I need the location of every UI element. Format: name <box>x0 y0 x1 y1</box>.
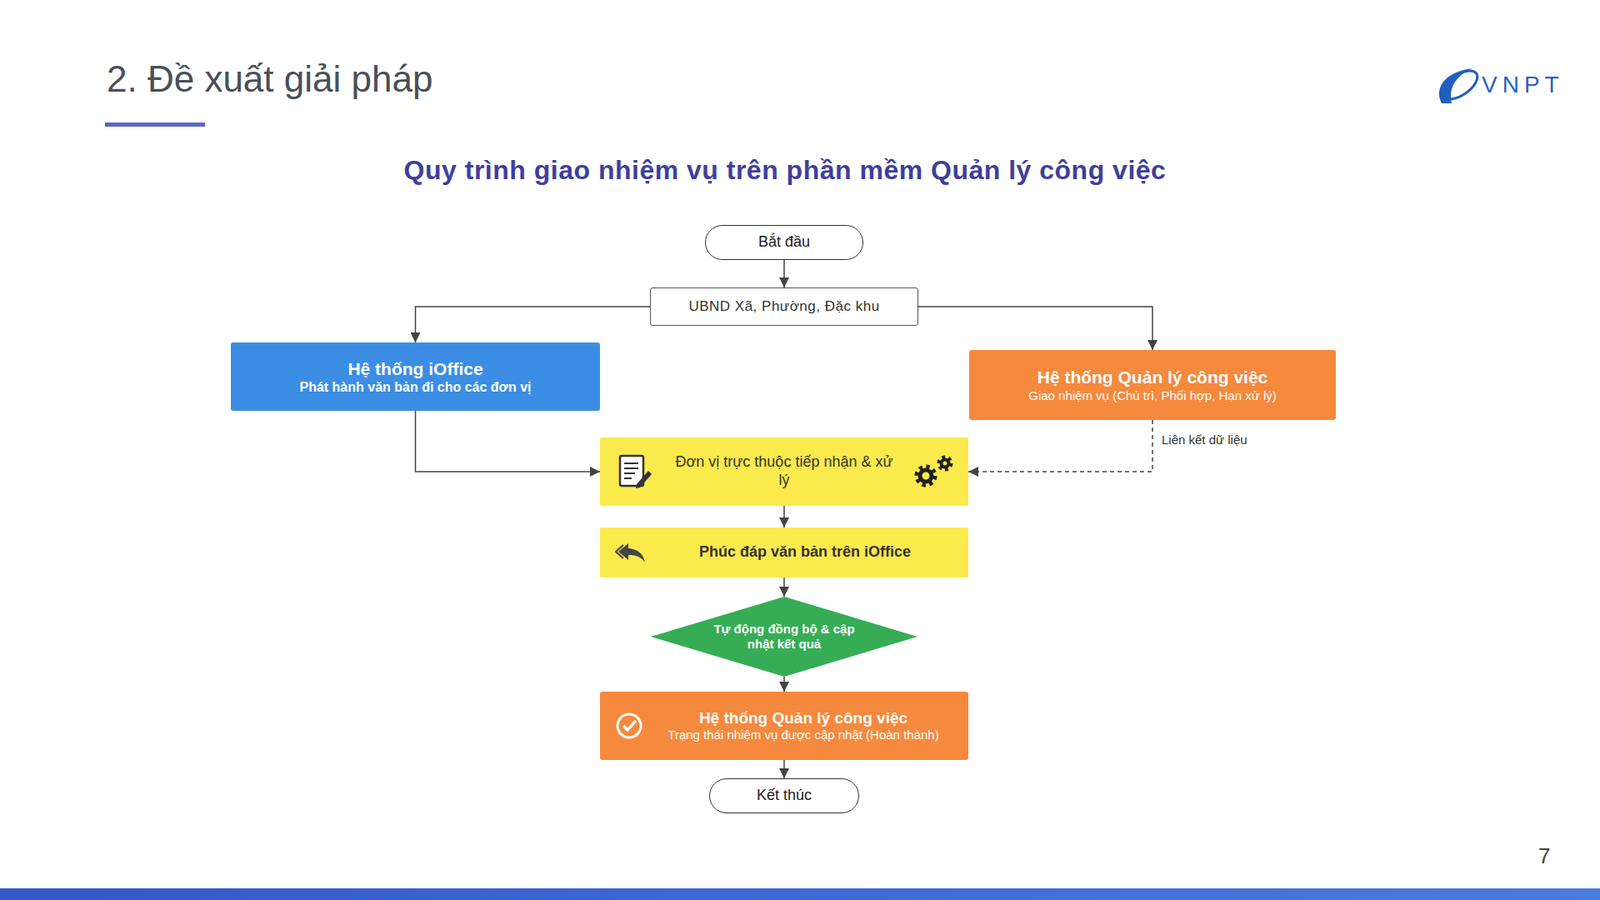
flow-arrow <box>783 505 785 528</box>
node-heading: Hệ thống Quản lý công việc <box>1037 366 1269 388</box>
node-body: Trạng thái nhiệm vụ được cập nhật (Hoàn … <box>667 727 939 743</box>
slide-heading: 2. Đề xuất giải pháp <box>106 58 433 100</box>
node-heading: Tự động đồng bộ & cập nhật kết quả <box>700 621 868 652</box>
reply-icon <box>615 540 649 565</box>
diagram-title: Quy trình giao nhiệm vụ trên phần mềm Qu… <box>0 155 1570 186</box>
document-icon <box>615 452 654 491</box>
system-box: Hệ thống Quản lý công việcTrạng thái nhi… <box>600 691 969 760</box>
end-terminal: Kết thúc <box>709 778 860 814</box>
flow-arrow <box>415 410 601 472</box>
node-heading: Bắt đầu <box>758 233 810 252</box>
flow-arrow <box>783 676 785 692</box>
bottom-bar <box>0 888 1600 900</box>
node-heading: Hệ thống Quản lý công việc <box>699 709 908 729</box>
flow-arrow <box>918 306 1153 350</box>
flow-arrow <box>783 760 785 779</box>
gears-icon <box>910 452 957 491</box>
node-heading: Hệ thống iOffice <box>347 358 483 380</box>
check-icon <box>615 711 644 740</box>
node-body: Phát hành văn bản đi cho các đơn vị <box>299 379 531 395</box>
node-heading: Đơn vị trực thuộc tiếp nhận & xử lý <box>670 453 899 490</box>
flow-arrow <box>783 577 785 597</box>
flow-arrow <box>415 306 651 343</box>
node-heading: UBND Xã, Phường, Đặc khu <box>688 298 880 315</box>
process-box: Đơn vị trực thuộc tiếp nhận & xử lý <box>600 437 969 506</box>
logo-swoosh <box>1437 65 1482 105</box>
system-box: Hệ thống Quản lý công việcGiao nhiệm vụ … <box>969 350 1336 420</box>
node-body: Giao nhiệm vụ (Chủ trì, Phối hợp, Hạn xử… <box>1028 388 1277 404</box>
process-box: UBND Xã, Phường, Đặc khu <box>650 287 919 326</box>
node-heading: Kết thúc <box>756 786 812 805</box>
node-heading: Phúc đáp văn bản trên iOffice <box>699 543 911 562</box>
decision-diamond: Tự động đồng bộ & cập nhật kết quả <box>650 596 918 677</box>
edge-label: Liên kết dữ liệu <box>1159 432 1250 447</box>
system-box: Hệ thống iOfficePhát hành văn bản đi cho… <box>230 342 600 411</box>
flow-arrow <box>968 420 1153 472</box>
title-underline <box>105 122 205 127</box>
page-number: 7 <box>1538 843 1550 870</box>
start-terminal: Bắt đầu <box>705 225 864 260</box>
flow-arrow <box>783 260 785 288</box>
logo-text: VNPT <box>1481 71 1565 99</box>
process-box: Phúc đáp văn bản trên iOffice <box>600 527 969 578</box>
